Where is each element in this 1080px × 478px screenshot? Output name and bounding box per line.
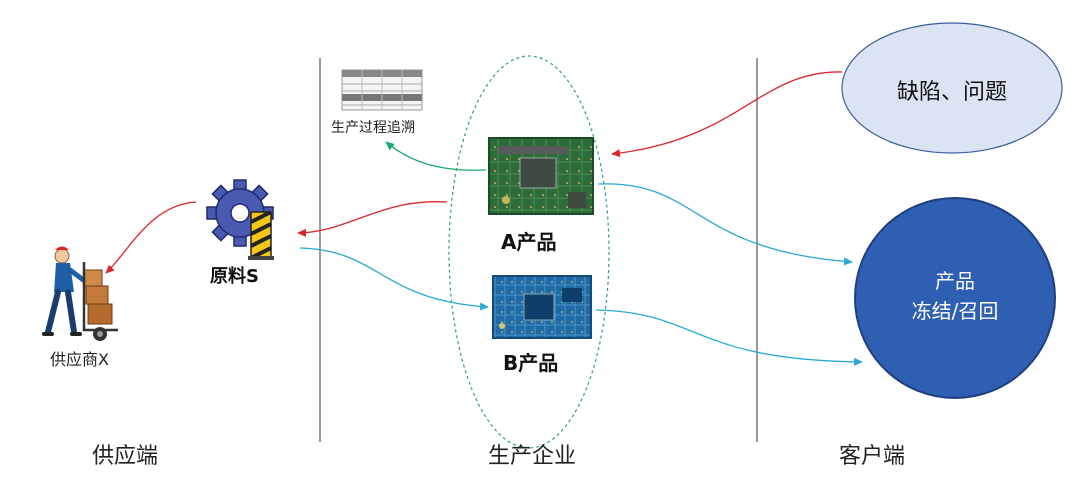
pcb-a-image	[489, 138, 593, 214]
supplier-x-label: 供应商X	[50, 346, 109, 370]
arrow-product-a-to-freeze	[598, 184, 852, 262]
pcb-b-image	[493, 276, 591, 338]
arrow-raw-material-to-supplier	[106, 202, 196, 273]
arrow-defect-to-product-a	[612, 72, 842, 154]
section-supplier: 供应端	[92, 438, 158, 470]
trace-table-icon	[342, 70, 422, 110]
section-producer: 生产企业	[488, 438, 576, 470]
freeze-label-line1: 产品	[905, 266, 1005, 296]
arrow-raw-material-to-product-b	[300, 248, 488, 307]
arrow-product-b-to-freeze	[596, 310, 862, 362]
defect-label: 缺陷、问题	[877, 74, 1027, 106]
product-b-label: B产品	[503, 347, 558, 376]
product-a-label: A产品	[501, 226, 556, 255]
trace-label: 生产过程追溯	[331, 117, 415, 137]
raw-material-label: 原料S	[210, 262, 259, 288]
freeze-label-line2: 冻结/召回	[885, 296, 1025, 326]
arrow-product-a-to-trace	[386, 142, 486, 170]
delivery-person-icon	[44, 247, 118, 342]
warning-barrier-icon	[248, 212, 274, 260]
section-customer: 客户端	[839, 438, 905, 470]
